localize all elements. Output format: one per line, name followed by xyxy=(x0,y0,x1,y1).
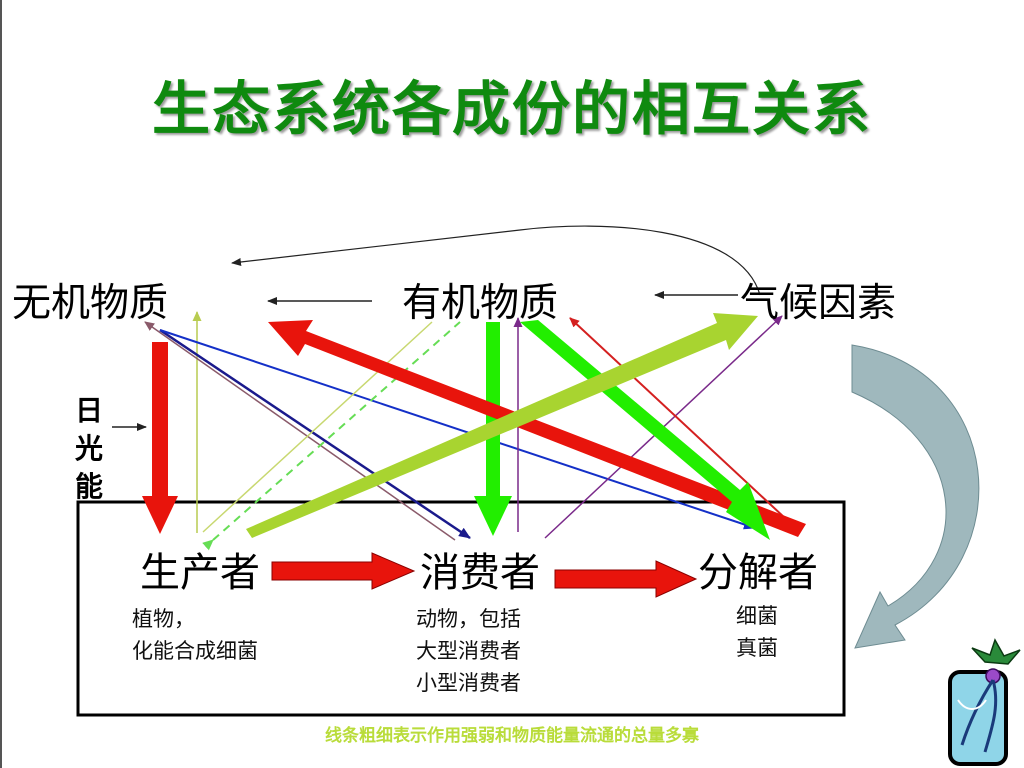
producer-label: 生产者 xyxy=(140,550,260,596)
consumer-to-decomposer-arrow xyxy=(554,560,698,598)
consumer-examples: 动物，包括 大型消费者 小型消费者 xyxy=(416,603,521,699)
producer-to-consumer-arrow xyxy=(271,552,416,590)
left-edge-line xyxy=(0,0,2,768)
climate-to-inorganic-curve xyxy=(519,225,761,296)
organic-to-decomposer-arrow xyxy=(520,320,770,540)
climate-factors-label: 气候因素 xyxy=(740,281,897,326)
inorganic-to-producer-arrow xyxy=(142,342,178,534)
inorganic-matter-label: 无机物质 xyxy=(12,281,169,326)
inorganic-to-consumer-line xyxy=(159,328,471,540)
producer-example-line: 化能合成细菌 xyxy=(132,639,258,663)
decomposer-label: 分解者 xyxy=(698,550,818,596)
bow-ornament-icon xyxy=(948,638,1021,766)
decomposer-to-inorganic-arrow xyxy=(268,320,806,537)
consumer-label: 消费者 xyxy=(420,550,540,596)
producer-example-line: 植物， xyxy=(132,607,195,631)
consumer-example-line: 动物，包括 xyxy=(416,607,521,631)
diagram-title: 生态系统各成份的相互关系 xyxy=(151,75,872,143)
component-box xyxy=(76,500,846,717)
organic-matter-label: 有机物质 xyxy=(402,281,559,326)
climate-to-inorganic-curve-2 xyxy=(231,229,521,266)
decomposer-examples: 细菌 真菌 xyxy=(736,600,778,664)
decomposer-example-line: 真菌 xyxy=(736,636,778,660)
footnote: 线条粗细表示作用强弱和物质能量流通的总量多寡 xyxy=(325,726,699,746)
recycle-curved-arrow xyxy=(851,344,980,649)
producer-to-organic-line xyxy=(202,321,433,533)
producer-examples: 植物， 化能合成细菌 xyxy=(132,603,258,667)
decomposer-example-line: 细菌 xyxy=(736,604,778,628)
consumer-example-line: 小型消费者 xyxy=(416,671,521,695)
sunlight-label: 日光能 xyxy=(74,394,103,503)
consumer-to-inorganic-line xyxy=(144,321,456,541)
producer-to-climate-arrow xyxy=(246,313,758,538)
consumer-example-line: 大型消费者 xyxy=(416,639,521,663)
inorganic-to-decomposer-line xyxy=(159,329,756,530)
decomposer-to-organic-line xyxy=(569,317,801,533)
